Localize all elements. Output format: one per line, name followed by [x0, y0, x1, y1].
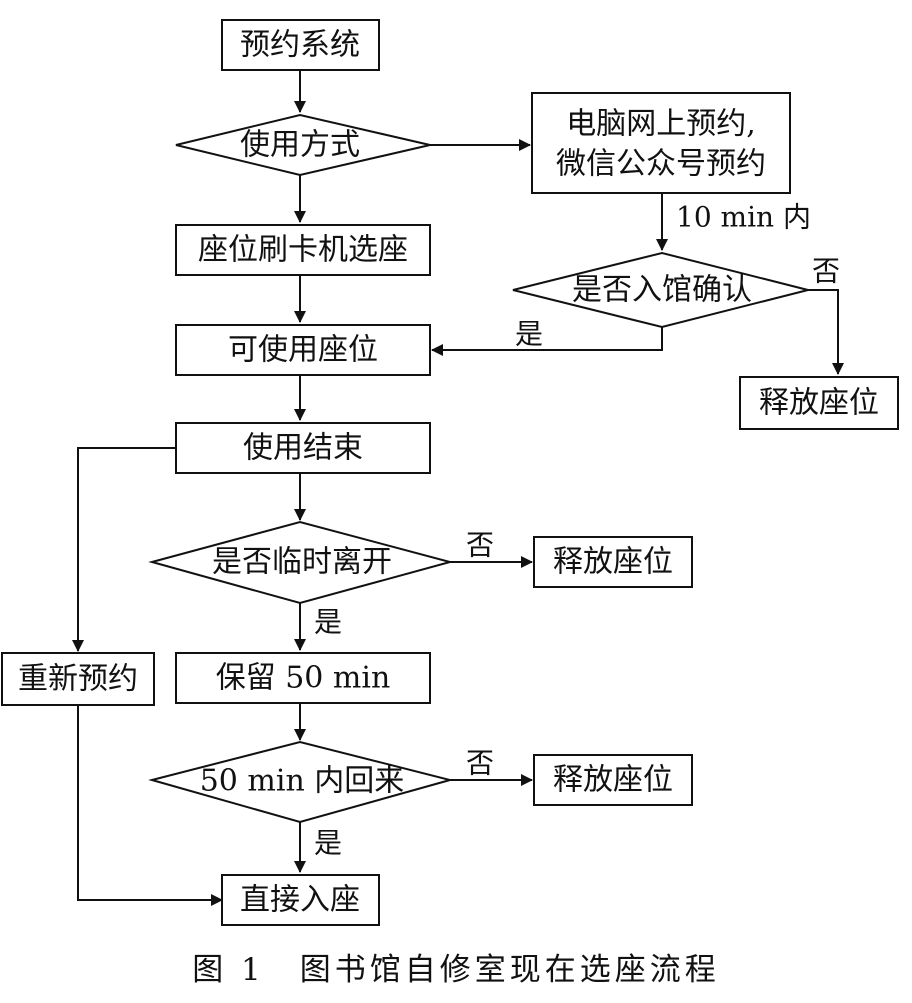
label-release-seat-3: 释放座位	[553, 763, 673, 798]
node-online-reserve	[531, 92, 791, 194]
edge-end-to-rebook	[72, 447, 176, 652]
label-release-seat-1: 释放座位	[759, 386, 879, 421]
node-temp-leave	[148, 520, 454, 605]
edge-label-leave-yes: 是	[314, 606, 342, 639]
node-release-seat-2	[533, 536, 693, 588]
node-seat-card-machine	[175, 224, 431, 276]
label-use-end: 使用结束	[243, 431, 363, 466]
node-checkin-confirm	[512, 251, 809, 329]
label-checkin-confirm: 是否入馆确认	[572, 273, 752, 308]
figure-caption: 图 1 图书馆自修室现在选座流程	[192, 952, 720, 988]
label-usage-mode: 使用方式	[240, 128, 360, 163]
edge-label-checkin-yes: 是	[515, 318, 543, 351]
edge-label-leave-no: 否	[466, 529, 494, 562]
edge-label-back-yes: 是	[314, 827, 342, 860]
edge-label-within-10: 10 min 内	[676, 201, 811, 234]
label-sit-direct: 直接入座	[240, 883, 360, 918]
label-seat-card-machine: 座位刷卡机选座	[198, 233, 408, 268]
node-use-end	[175, 422, 431, 474]
edge-rebook-to-sit	[77, 705, 223, 906]
node-usage-mode	[175, 113, 431, 177]
edge-label-checkin-no: 否	[812, 255, 840, 288]
node-rebook	[1, 652, 155, 706]
node-back-in-50	[148, 740, 454, 824]
label-online-line2: 微信公众号预约	[556, 147, 766, 182]
edge-label-back-no: 否	[466, 747, 494, 780]
label-available-seat: 可使用座位	[228, 333, 378, 368]
label-temp-leave: 是否临时离开	[212, 545, 392, 580]
node-sit-direct	[221, 874, 380, 926]
edge-checkin-no	[808, 289, 844, 375]
edge-checkin-yes	[431, 326, 663, 356]
node-release-seat-1	[739, 376, 899, 430]
label-online-line1: 电脑网上预约,	[566, 107, 756, 142]
node-available-seat	[175, 324, 431, 376]
label-reserve-system: 预约系统	[240, 28, 360, 63]
label-back-in-50: 50 min 内回来	[200, 764, 405, 799]
flowchart: 预约系统 使用方式 电脑网上预约, 微信公众号预约 座位刷卡机选座 是否入馆确认…	[1, 19, 899, 926]
label-rebook: 重新预约	[18, 662, 138, 697]
node-keep-50	[175, 652, 431, 704]
label-release-seat-2: 释放座位	[553, 545, 673, 580]
node-release-seat-3	[533, 754, 693, 806]
label-keep-50: 保留 50 min	[216, 661, 391, 696]
node-reserve-system	[221, 19, 380, 71]
